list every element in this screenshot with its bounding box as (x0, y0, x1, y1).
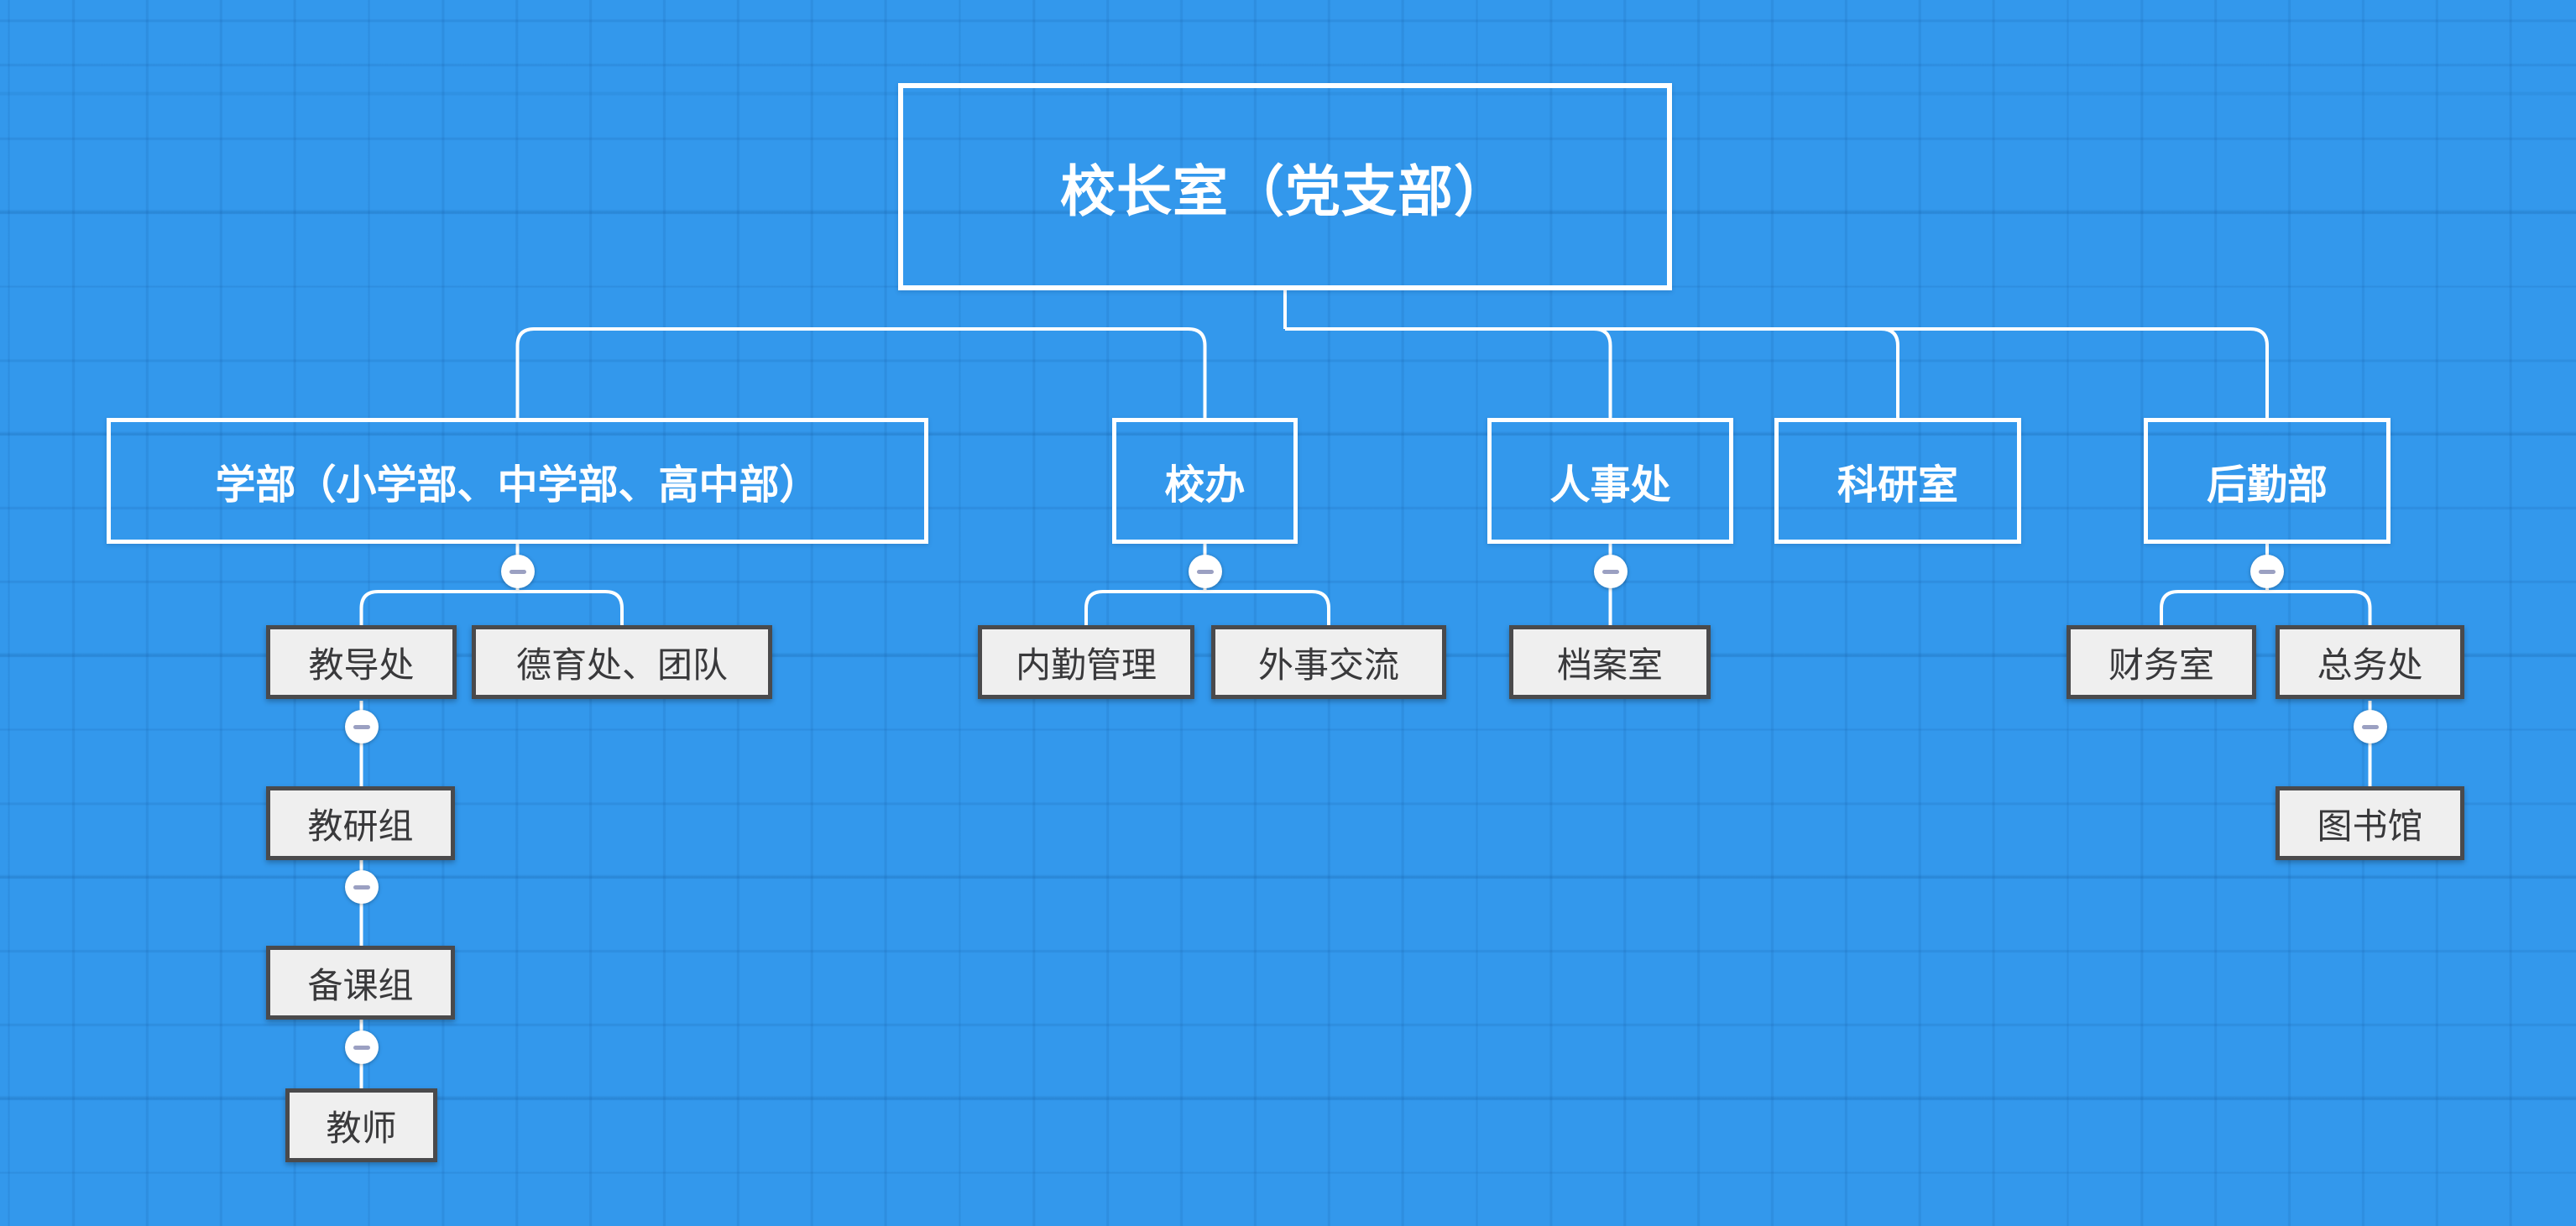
minus-icon (353, 724, 370, 729)
node-label: 总务处 (2317, 644, 2423, 685)
node-archives-room[interactable]: 档案室 (1509, 625, 1711, 699)
node-label: 内勤管理 (1015, 644, 1157, 685)
collapse-button-academic-division[interactable] (500, 555, 535, 588)
node-research-office[interactable]: 科研室 (1774, 418, 2021, 544)
node-teachers[interactable]: 教师 (285, 1088, 437, 1162)
node-label: 教师 (326, 1108, 397, 1148)
node-label: 外事交流 (1257, 644, 1399, 685)
node-logistics-dept[interactable]: 后勤部 (2144, 418, 2391, 544)
node-label: 教研组 (307, 806, 414, 846)
node-lesson-prep-group[interactable]: 备课组 (266, 946, 455, 1020)
node-label: 校办 (1164, 463, 1246, 508)
collapse-button-general-affairs-office[interactable] (2353, 710, 2387, 743)
minus-icon (353, 884, 370, 890)
collapse-button-logistics-dept[interactable] (2250, 555, 2284, 588)
node-foreign-exchange[interactable]: 外事交流 (1211, 625, 1446, 699)
node-moral-education-team[interactable]: 德育处、团队 (472, 625, 772, 699)
node-label: 图书馆 (2317, 806, 2423, 846)
node-label: 备课组 (307, 965, 414, 1005)
node-label: 教导处 (308, 644, 415, 685)
node-label: 后勤部 (2206, 463, 2328, 508)
node-finance-office[interactable]: 财务室 (2067, 625, 2256, 699)
collapse-button-hr-office[interactable] (1593, 555, 1628, 588)
collapse-button-school-office[interactable] (1188, 555, 1222, 588)
node-label: 德育处、团队 (515, 644, 728, 685)
collapse-button-lesson-prep-group[interactable] (344, 1030, 379, 1064)
collapse-button-teaching-research-group[interactable] (344, 870, 379, 904)
minus-icon (1602, 569, 1619, 574)
collapse-button-teaching-affairs-office[interactable] (344, 710, 379, 743)
node-label: 科研室 (1837, 463, 1958, 508)
node-label: 财务室 (2108, 644, 2214, 685)
node-general-affairs-office[interactable]: 总务处 (2276, 625, 2464, 699)
node-internal-affairs[interactable]: 内勤管理 (978, 625, 1194, 699)
node-academic-division[interactable]: 学部（小学部、中学部、高中部） (107, 418, 928, 544)
minus-icon (2361, 724, 2379, 729)
minus-icon (2259, 569, 2276, 574)
minus-icon (509, 569, 526, 574)
node-label: 人事处 (1549, 463, 1671, 508)
node-school-office[interactable]: 校办 (1112, 418, 1298, 544)
node-teaching-affairs-office[interactable]: 教导处 (266, 625, 457, 699)
node-label: 学部（小学部、中学部、高中部） (215, 463, 820, 508)
node-label: 校长室（党支部） (1060, 159, 1510, 222)
node-principal-office[interactable]: 校长室（党支部） (898, 83, 1672, 290)
node-label: 档案室 (1556, 644, 1663, 685)
node-library[interactable]: 图书馆 (2276, 786, 2464, 860)
node-teaching-research-group[interactable]: 教研组 (266, 786, 455, 860)
minus-icon (353, 1045, 370, 1050)
node-hr-office[interactable]: 人事处 (1487, 418, 1733, 544)
minus-icon (1196, 569, 1214, 574)
